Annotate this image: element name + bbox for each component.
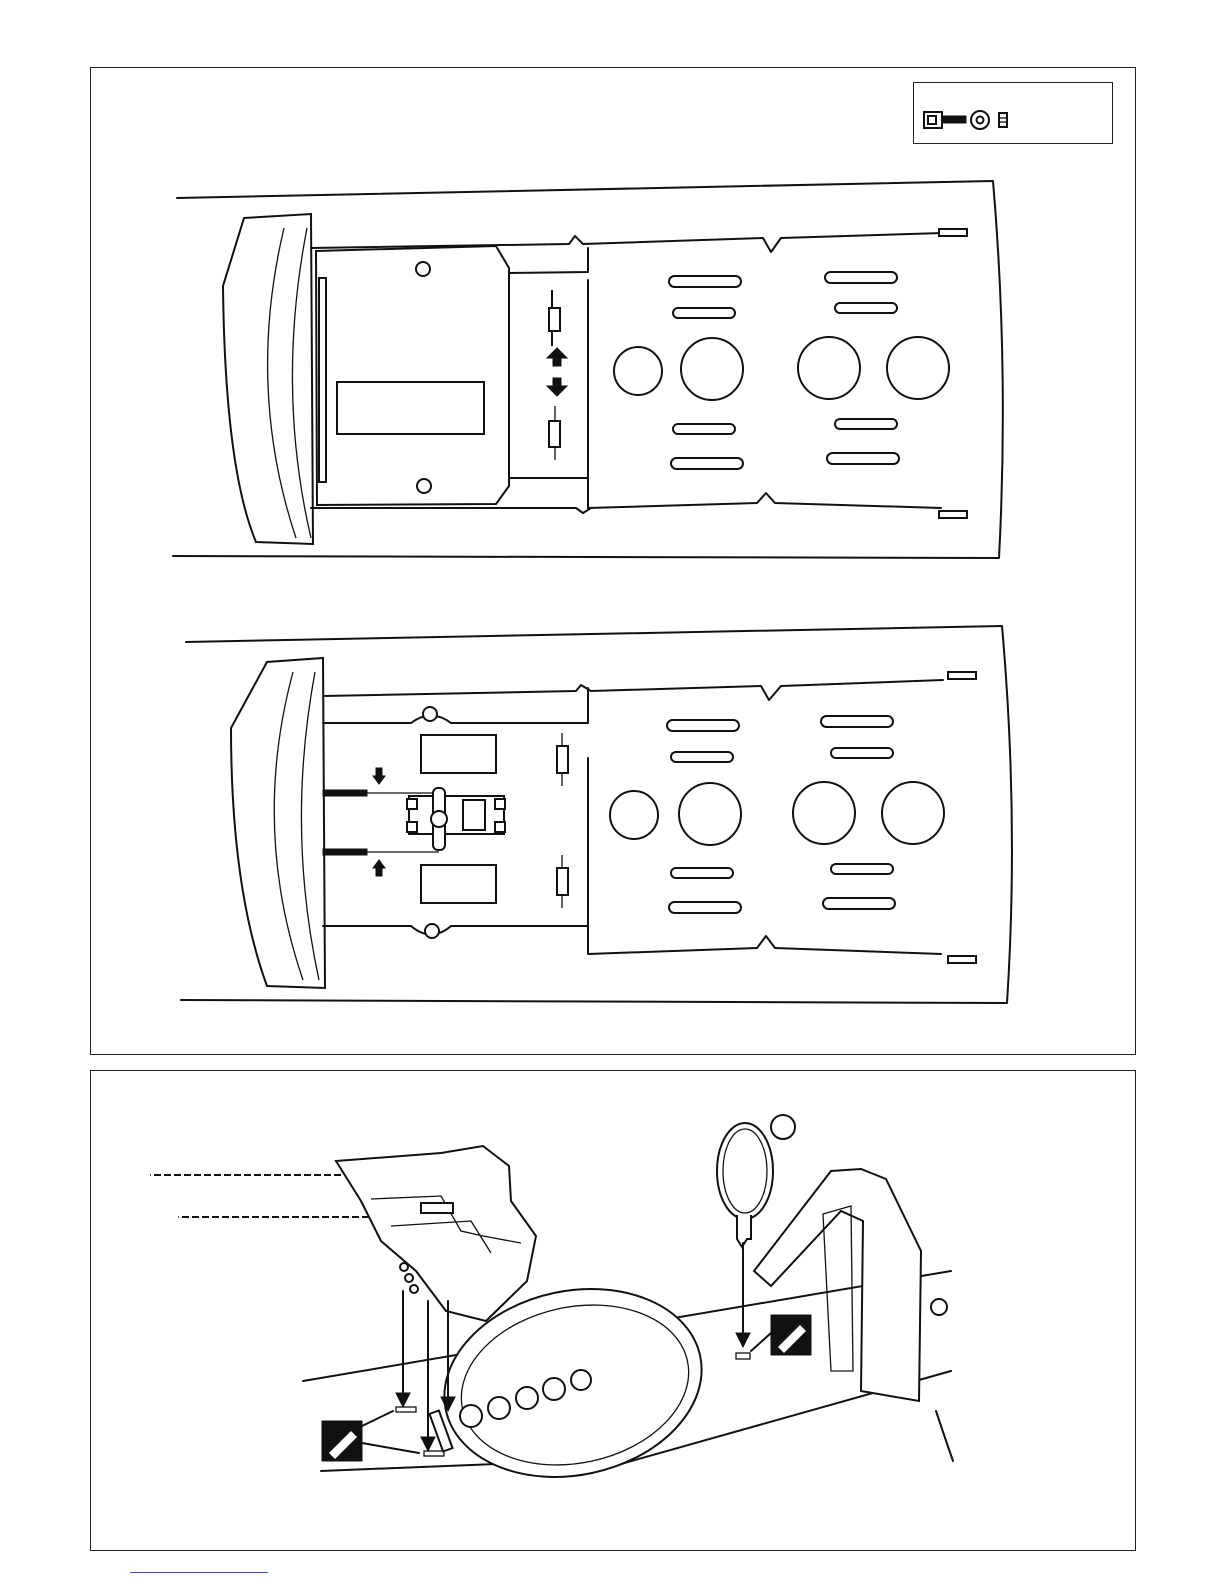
glue-bottle-icon bbox=[322, 1411, 419, 1461]
twin-machine-gun-icon bbox=[151, 1146, 536, 1321]
gun-cockpit-diagram bbox=[91, 1071, 1137, 1552]
servo-icon bbox=[407, 788, 505, 850]
footer-rule bbox=[130, 1572, 268, 1573]
glue-bottle-icon bbox=[751, 1315, 811, 1355]
gun-cockpit-panel bbox=[90, 1070, 1136, 1551]
arrow-down-icon bbox=[373, 768, 385, 784]
gunsight-icon bbox=[717, 1115, 795, 1247]
windscreen-icon bbox=[754, 1169, 921, 1401]
fuselage-servo-panel bbox=[90, 67, 1136, 1055]
fuselage-diagram-2 bbox=[91, 68, 1137, 1056]
arrow-up-icon bbox=[373, 860, 385, 876]
